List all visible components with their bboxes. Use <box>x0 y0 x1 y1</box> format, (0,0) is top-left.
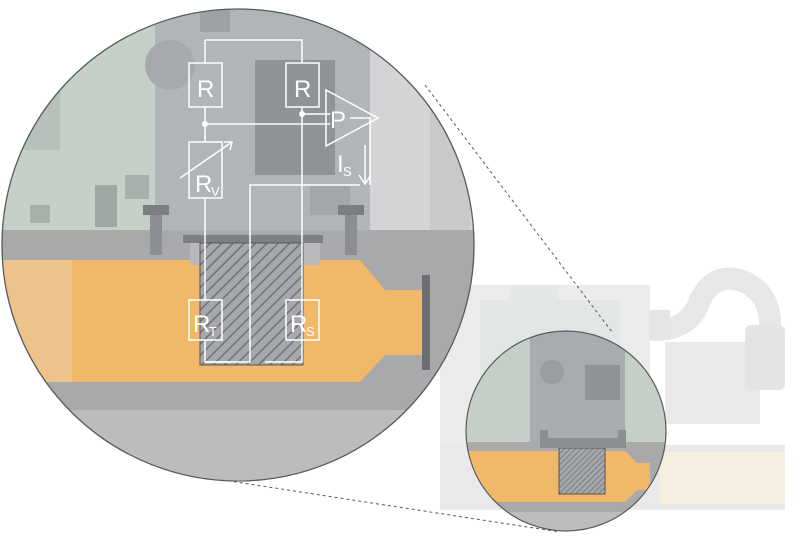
zoom-guide-top <box>424 84 613 333</box>
sensor-element <box>199 242 304 366</box>
big-magnifier-ring <box>1 8 475 482</box>
capacitor <box>145 40 195 90</box>
sensor-flange <box>183 235 323 243</box>
amplifier <box>325 88 380 148</box>
zoom-guide-bottom <box>209 477 561 533</box>
overview-outlet <box>660 452 785 504</box>
sensor-resistor-label: R <box>290 311 307 338</box>
screw-left <box>150 205 162 255</box>
amplifier-label: P <box>330 107 346 134</box>
variable-resistor-sub: V <box>211 184 220 199</box>
current-label: I <box>337 151 344 178</box>
main-chip <box>255 60 335 175</box>
current-sub: S <box>343 164 352 179</box>
small-magnifier-ring <box>465 330 667 532</box>
connector-housing <box>665 342 760 424</box>
circuit <box>204 39 371 363</box>
flow-resistor <box>188 299 223 341</box>
connector-plug <box>745 325 785 390</box>
flow-resistor-sub: T <box>209 324 217 339</box>
variable-resistor <box>188 141 223 199</box>
overview-header <box>510 285 558 303</box>
resistor-right-label: R <box>294 76 311 103</box>
variable-resistor-arrow <box>179 141 233 179</box>
sensor-resistor <box>285 299 320 341</box>
variable-resistor-label: R <box>195 171 212 198</box>
cable <box>644 267 782 341</box>
resistor-left-label: R <box>197 76 214 103</box>
screw-right <box>345 205 357 255</box>
sensor-resistor-sub: S <box>306 324 315 339</box>
flow-resistor-label: R <box>193 311 210 338</box>
resistor-left <box>188 62 223 108</box>
resistor-right <box>285 62 320 108</box>
